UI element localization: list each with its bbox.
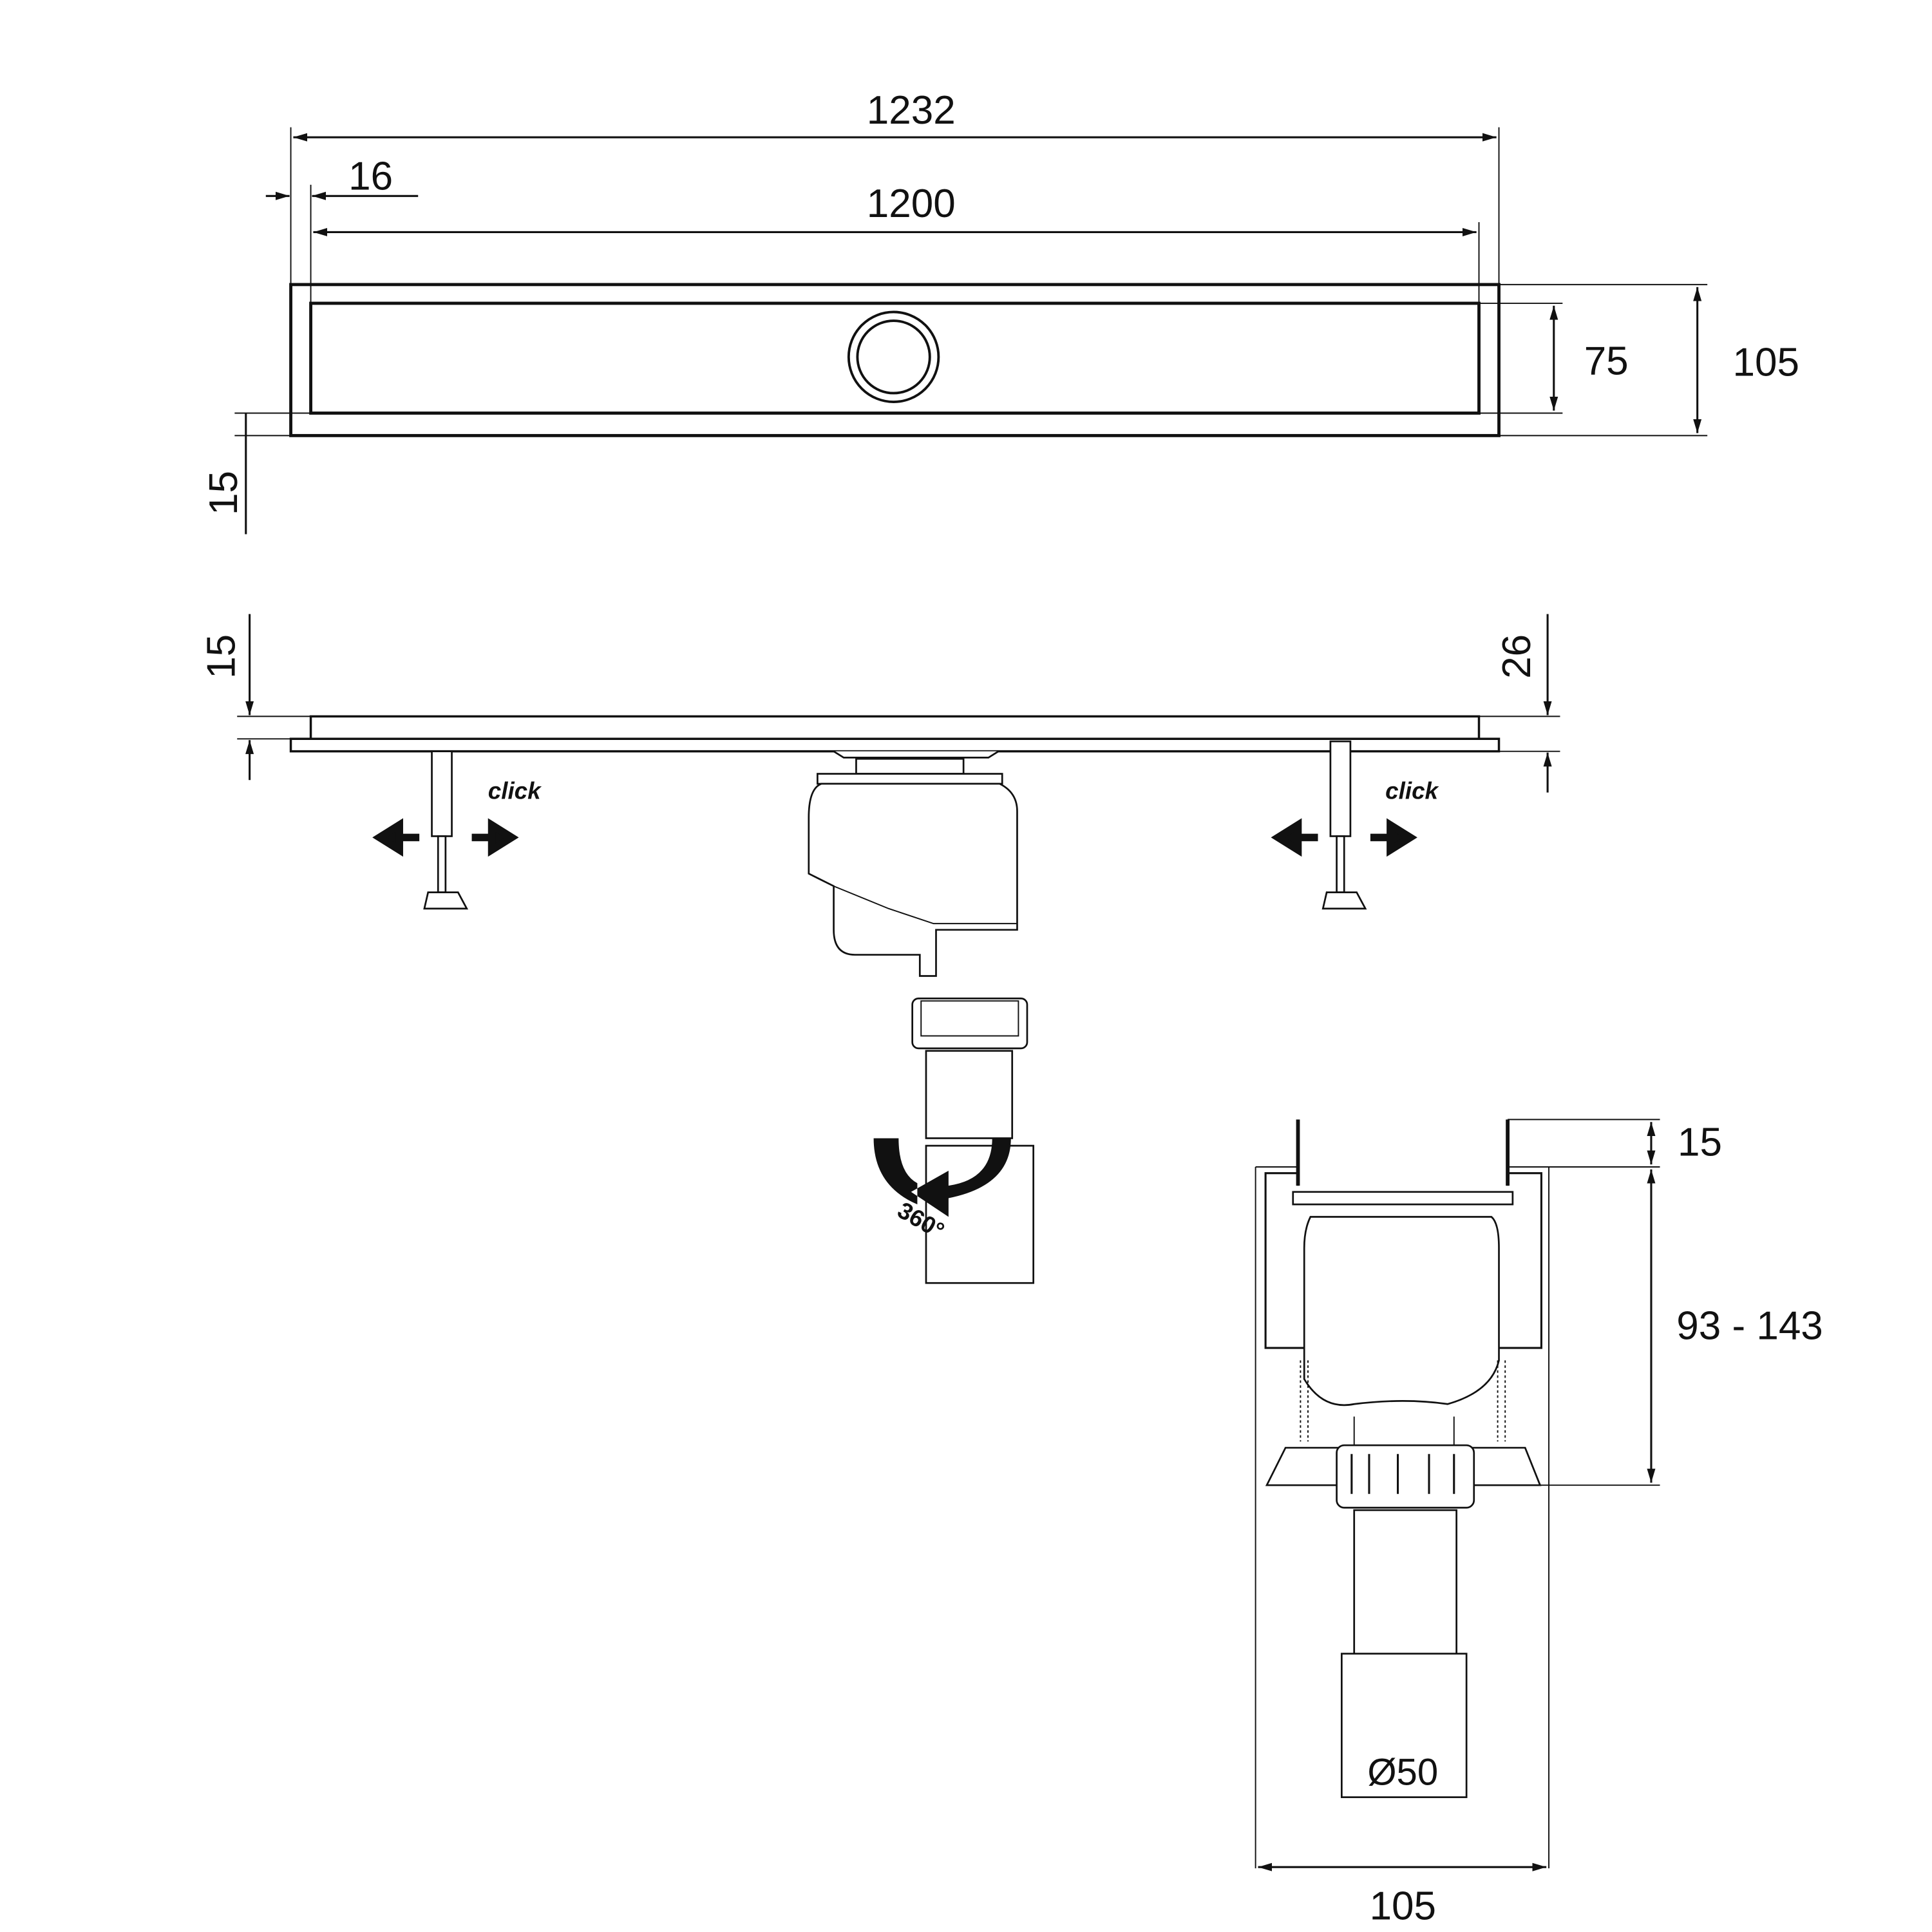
arrow-right-icon (1370, 818, 1417, 857)
dim-flange-height: 15 (202, 471, 246, 515)
section-view: Ø50 15 93 - 143 105 (1255, 1119, 1823, 1929)
click-label-left: click (488, 777, 542, 804)
side-grate (309, 715, 1481, 741)
dim-grate-width: 75 (1584, 339, 1629, 383)
outlet-pipe (1340, 1653, 1468, 1799)
thread-right (1497, 1360, 1506, 1442)
dim-overall-width: 105 (1733, 340, 1799, 384)
arrow-right-icon (471, 818, 519, 857)
arrow-left-icon (372, 818, 420, 857)
arrow-left-icon (1271, 818, 1318, 857)
grate (309, 301, 1481, 415)
outlet-diameter-label: Ø50 (1367, 1751, 1438, 1793)
dim-section-top-height: 15 (1678, 1121, 1722, 1165)
dim-overall-length: 1232 (867, 88, 956, 133)
click-label-right: click (1385, 777, 1439, 804)
drain-outlet-inner (856, 319, 931, 395)
dim-side-flange: 15 (199, 634, 243, 679)
leveling-foot-right: click (1271, 740, 1439, 910)
siphon-trap: 360° (808, 750, 1035, 1284)
top-view: 1232 16 1200 75 105 15 (202, 88, 1799, 535)
side-view: 15 26 click click (199, 614, 1560, 1284)
dim-section-width: 105 (1370, 1884, 1436, 1929)
rotate-arrow-icon (873, 1138, 1011, 1217)
dim-edge-offset: 16 (348, 155, 393, 199)
side-channel (289, 737, 1501, 753)
dim-total-height: 26 (1495, 634, 1539, 679)
channel-outer (289, 283, 1501, 437)
thread-left (1300, 1360, 1309, 1442)
dim-channel-length: 1200 (867, 182, 956, 226)
dim-adjust-range: 93 - 143 (1676, 1303, 1823, 1348)
drain-outlet (847, 310, 940, 403)
leveling-foot-left: click (372, 750, 542, 910)
